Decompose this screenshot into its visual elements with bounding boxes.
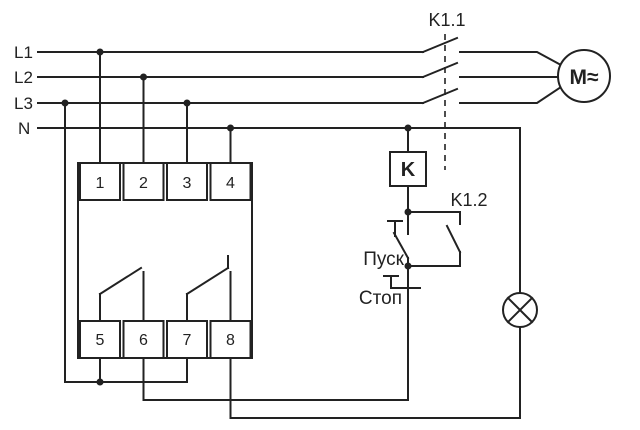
k11-contact-lever-l1 — [421, 36, 459, 54]
indicator-lamp — [502, 127, 538, 328]
junction-dot — [404, 124, 412, 132]
label-n: N — [18, 119, 30, 138]
junction-dot — [404, 208, 412, 216]
wire-l1-to-motor — [459, 51, 563, 67]
motor: M≈ — [557, 49, 611, 103]
internal-lever-left — [98, 266, 143, 296]
terminal-3 — [166, 162, 208, 201]
k12-contact-lever — [445, 224, 462, 254]
stop-button: Стоп — [359, 265, 421, 313]
power-line-labels: L1 L2 L3 N — [14, 43, 33, 138]
stop-button-label: Стоп — [359, 288, 402, 309]
terminal-7-number: 7 — [183, 332, 192, 349]
junction-dot — [96, 48, 104, 56]
junction-dot — [227, 124, 234, 132]
relay-device: 1 2 3 4 5 6 7 8 — [77, 162, 253, 359]
motor-icon — [557, 49, 611, 103]
terminal-8-number: 8 — [226, 332, 235, 349]
motor-feed-wires — [459, 51, 563, 104]
motor-label: M≈ — [569, 66, 598, 89]
terminal-6 — [122, 320, 165, 359]
terminal-6-number: 6 — [139, 332, 148, 349]
lamp-cross — [506, 296, 534, 324]
start-button-label: Пуск — [363, 249, 404, 270]
label-l1: L1 — [14, 43, 33, 62]
junction-dot — [140, 73, 147, 81]
k12-branch-top — [407, 211, 461, 225]
terminal-4 — [209, 162, 252, 201]
bottom-wiring — [64, 102, 521, 419]
coil-label: K — [401, 159, 416, 181]
terminal-1-number: 1 — [96, 175, 105, 192]
label-k12: K1.2 — [450, 190, 487, 210]
start-contact-lever — [392, 231, 410, 260]
wire-control-return — [142, 311, 409, 401]
main-contact-k11: K1.1 — [421, 10, 466, 170]
contactor-coil: K — [389, 127, 427, 213]
junction-dot — [183, 99, 191, 107]
terminal-1 — [79, 162, 121, 201]
power-lines — [37, 51, 521, 129]
terminal-3-number: 3 — [183, 175, 192, 192]
start-button: Пуск — [363, 211, 410, 270]
k11-contact-lever-l2 — [421, 61, 459, 79]
wire-l3-feeder-left — [64, 102, 188, 383]
wire-l3-to-motor — [459, 85, 563, 104]
junction-dots — [61, 48, 412, 386]
wire-lamp-return — [229, 326, 521, 419]
junction-dot — [404, 262, 412, 270]
label-l3: L3 — [14, 94, 33, 113]
terminal-2-number: 2 — [139, 175, 148, 192]
terminal-5-number: 5 — [96, 332, 105, 349]
internal-contact-left — [98, 266, 145, 322]
label-k11: K1.1 — [428, 10, 465, 30]
label-l2: L2 — [14, 68, 33, 87]
junction-dot — [96, 378, 104, 386]
internal-contact-right — [185, 255, 232, 322]
internal-lever-right — [185, 266, 230, 296]
junction-dot — [61, 99, 69, 107]
k11-contact-lever-l3 — [421, 87, 459, 105]
aux-contact-k12: K1.2 — [407, 190, 488, 267]
terminal-drops — [99, 51, 232, 164]
terminal-4-number: 4 — [226, 175, 235, 192]
k12-branch-bottom — [407, 251, 461, 267]
terminal-2 — [122, 162, 165, 201]
